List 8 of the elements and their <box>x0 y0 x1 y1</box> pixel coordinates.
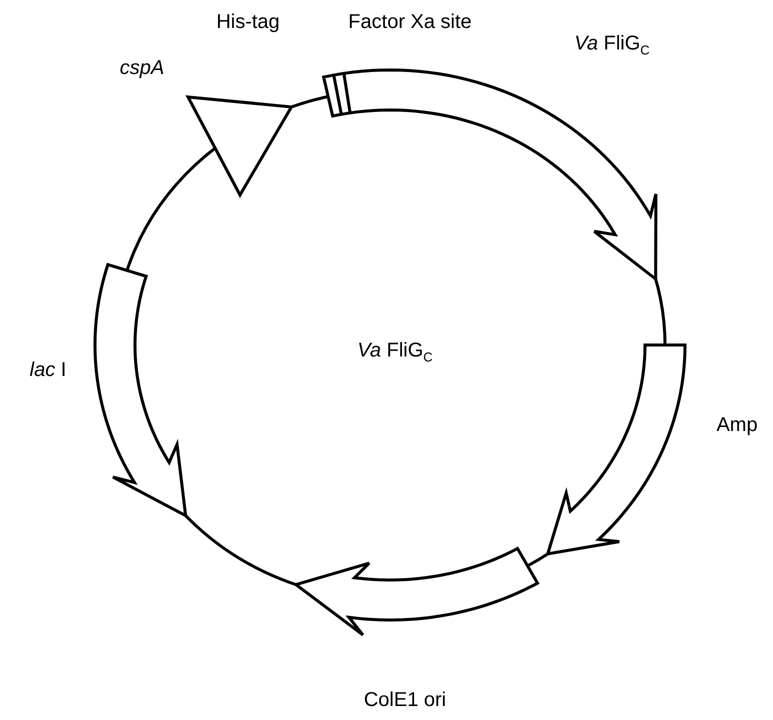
site-label: Factor Xa site <box>348 11 472 33</box>
gene-label: Amp <box>716 414 758 436</box>
gene-label: lac I <box>30 359 66 381</box>
origin-label: ColE1 ori <box>364 689 446 711</box>
promoter-label: cspA <box>120 57 164 79</box>
tag-label: His-tag <box>216 11 280 33</box>
gene-label: Va FliG$_{C}$ <box>574 32 650 58</box>
plasmid-name: Va FliG$_{C}$ <box>357 339 433 365</box>
